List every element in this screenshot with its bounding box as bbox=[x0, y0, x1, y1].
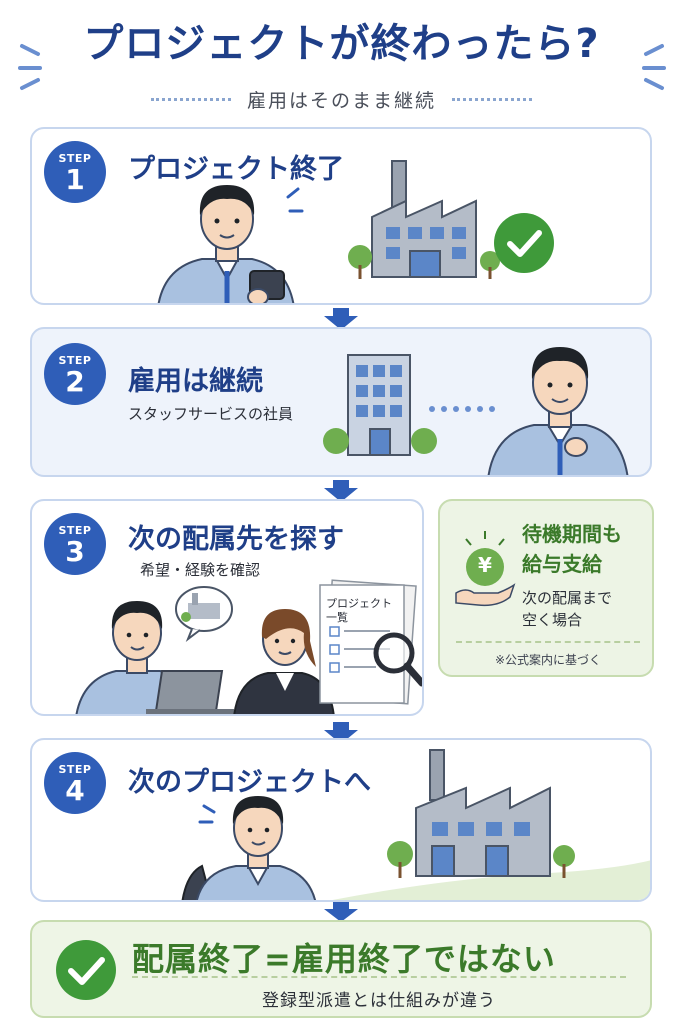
path-road bbox=[332, 860, 650, 900]
subtitle-divider-left bbox=[150, 97, 231, 101]
step-number: 3 bbox=[65, 535, 85, 568]
step-2-badge: STEP 2 bbox=[44, 343, 106, 405]
step-badge-label: STEP bbox=[58, 524, 92, 537]
salary-note-title: 待機期間も 給与支給 bbox=[522, 519, 622, 579]
step-1-card: STEP 1 プロジェクト終了 bbox=[30, 127, 652, 305]
conclusion-divider bbox=[132, 976, 626, 978]
step-3-title: 次の配属先を探す bbox=[128, 524, 344, 555]
salary-note-title-line1: 待機期間も bbox=[522, 522, 622, 546]
step-number: 1 bbox=[65, 163, 85, 196]
right-sparkle-icon bbox=[642, 44, 666, 90]
office-building-icon bbox=[323, 354, 437, 456]
worker-with-backpack-illustration bbox=[181, 796, 316, 900]
step-2-subtitle: スタッフサービスの社員 bbox=[128, 405, 294, 423]
speech-bubble-factory-icon bbox=[175, 586, 233, 642]
step-3-subtitle: 希望・経験を確認 bbox=[140, 561, 261, 579]
down-arrow-icon bbox=[324, 308, 358, 330]
salary-note-text: 次の配属まで 空く場合 bbox=[522, 587, 612, 631]
consultation-illustration bbox=[75, 586, 335, 714]
conclusion-card: 配属終了=雇用終了ではない 登録型派遣とは仕組みが違う bbox=[30, 920, 652, 1018]
magnifier-icon bbox=[373, 632, 422, 687]
factory-icon bbox=[387, 749, 575, 878]
down-arrow-icon bbox=[324, 722, 358, 744]
step-4-card: STEP 4 次のプロジェクトへ bbox=[30, 738, 652, 902]
step-number: 4 bbox=[65, 774, 85, 807]
worker-with-tablet-illustration bbox=[157, 185, 304, 303]
left-sparkle-icon bbox=[18, 44, 42, 90]
subtitle-row: 雇用はそのまま継続 bbox=[0, 84, 683, 114]
connection-dots bbox=[429, 406, 495, 412]
step-2-card: STEP 2 雇用は継続 スタッフサービスの社員 bbox=[30, 327, 652, 477]
check-icon bbox=[494, 213, 554, 273]
salary-note-title-line2: 給与支給 bbox=[522, 552, 602, 576]
step-4-title: 次のプロジェクトへ bbox=[128, 767, 371, 798]
salary-note-text-line1: 次の配属まで bbox=[522, 589, 613, 607]
step-1-title: プロジェクト終了 bbox=[128, 154, 344, 185]
subtitle-divider-right bbox=[452, 97, 532, 101]
yen-coin-icon bbox=[455, 531, 516, 607]
page-title: プロジェクトが終わったら? bbox=[83, 21, 600, 67]
step-badge-label: STEP bbox=[58, 152, 92, 165]
confident-worker-illustration bbox=[487, 347, 629, 475]
step-number: 2 bbox=[65, 365, 85, 398]
salary-note-divider bbox=[456, 641, 640, 643]
laptop-icon bbox=[146, 670, 234, 714]
step-badge-label: STEP bbox=[58, 763, 92, 776]
document-title-line1: プロジェクト bbox=[326, 597, 392, 610]
step-badge-label: STEP bbox=[58, 354, 92, 367]
conclusion-title: 配属終了=雇用終了ではない bbox=[132, 940, 556, 978]
check-icon bbox=[56, 940, 116, 1000]
step-3-card: STEP 3 次の配属先を探す 希望・経験を確認 bbox=[30, 499, 424, 716]
down-arrow-icon bbox=[324, 480, 358, 502]
subtitle: 雇用はそのまま継続 bbox=[246, 89, 436, 112]
salary-note-text-line2: 空く場合 bbox=[522, 611, 583, 629]
step-2-title: 雇用は継続 bbox=[128, 366, 263, 397]
yen-symbol: ¥ bbox=[478, 553, 492, 577]
step-3-badge: STEP 3 bbox=[44, 513, 106, 575]
step-1-badge: STEP 1 bbox=[44, 141, 106, 203]
down-arrow-icon bbox=[324, 902, 358, 922]
conclusion-subtitle: 登録型派遣とは仕組みが違う bbox=[262, 991, 496, 1011]
factory-icon bbox=[348, 160, 500, 279]
document-title-line2: 一覧 bbox=[326, 611, 348, 624]
salary-note-card: ¥ 待機期間も 給与支給 次の配属まで 空く場合 ※公式案内に基づく bbox=[438, 499, 654, 677]
salary-note-footnote: ※公式案内に基づく bbox=[494, 653, 602, 667]
step-4-badge: STEP 4 bbox=[44, 752, 106, 814]
